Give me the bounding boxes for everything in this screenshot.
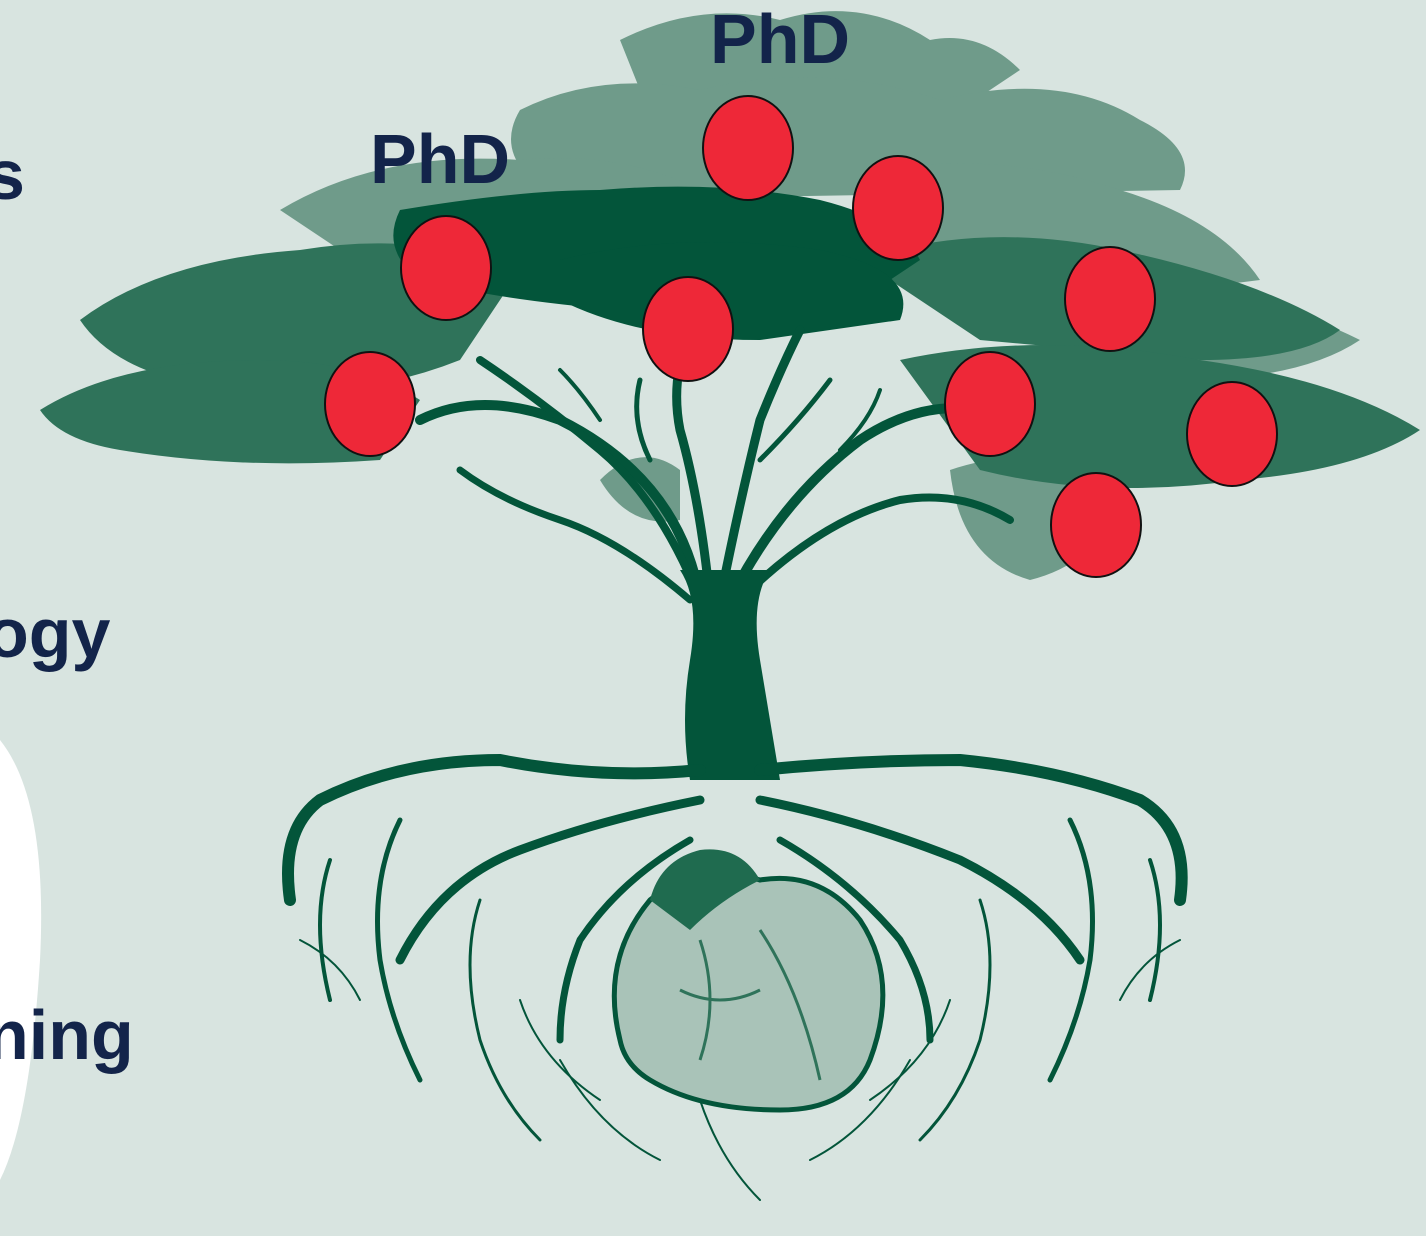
fruits [324,95,1278,578]
side-text-fragment-3: ning [0,996,134,1074]
heart-shape [611,870,886,1113]
fruit [702,95,794,201]
fruit [1050,472,1142,578]
fruit [1186,381,1278,487]
side-text-fragment-2: ogy [0,594,111,672]
trunk [680,570,780,780]
fruit [944,351,1036,457]
white-arc-shape [0,740,42,1180]
fruit [852,155,944,261]
fruit [324,351,416,457]
branches [415,325,1014,605]
heart-vessels [679,929,822,1081]
side-text-fragment-1: s [0,136,25,214]
fruit [642,276,734,382]
fruit-label-phd-left: PhD [370,120,510,198]
heart-top [650,849,760,930]
fruit [1064,246,1156,352]
fruit [400,215,492,321]
roots [282,753,1188,1201]
fruit-label-phd-top: PhD [710,0,850,78]
